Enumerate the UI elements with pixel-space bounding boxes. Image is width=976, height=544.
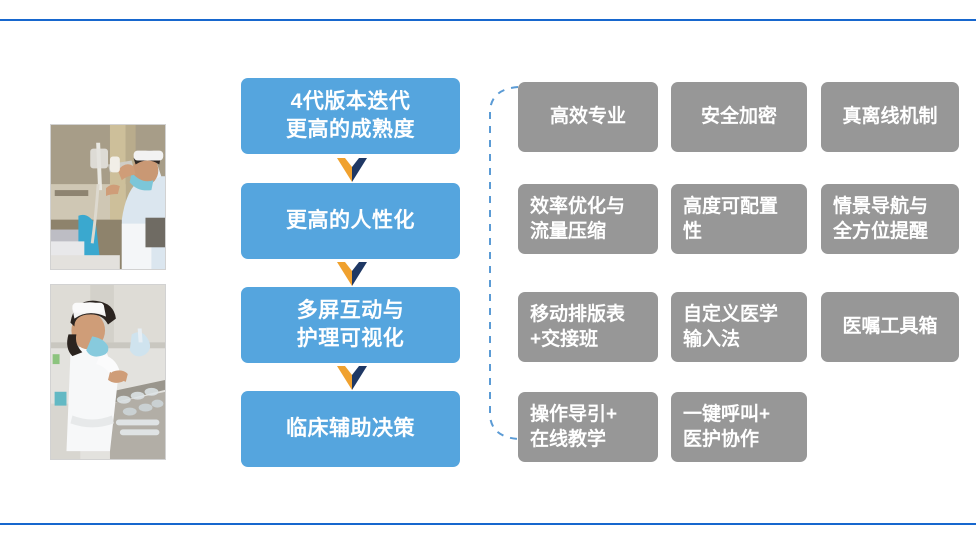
chevron-down-icon-3 bbox=[337, 366, 367, 390]
feature-box-3[interactable]: 真离线机制 bbox=[821, 82, 959, 152]
dashed-bracket-path bbox=[489, 86, 519, 440]
photo-nurse-preparing-medication bbox=[50, 284, 166, 460]
feature-box-2[interactable]: 安全加密 bbox=[671, 82, 807, 152]
photo-nurse-scanning-iv bbox=[50, 124, 166, 270]
feature-box-11[interactable]: 一键呼叫+ 医护协作 bbox=[671, 392, 807, 462]
chevron-down-icon-1 bbox=[337, 158, 367, 182]
feature-box-10[interactable]: 操作导引+ 在线教学 bbox=[518, 392, 658, 462]
top-divider-rule bbox=[0, 19, 976, 21]
feature-box-7[interactable]: 移动排版表 +交接班 bbox=[518, 292, 658, 362]
stage-box-2[interactable]: 更高的人性化 bbox=[241, 183, 460, 259]
chevron-down-icon-glyph bbox=[337, 262, 367, 286]
bottom-divider-rule bbox=[0, 523, 976, 525]
chevron-down-icon-glyph bbox=[337, 158, 367, 182]
chevron-down-icon-glyph bbox=[337, 366, 367, 390]
nurse-scanning-iv-illustration bbox=[51, 125, 165, 269]
stage-box-4[interactable]: 临床辅助决策 bbox=[241, 391, 460, 467]
feature-box-9[interactable]: 医嘱工具箱 bbox=[821, 292, 959, 362]
feature-box-4[interactable]: 效率优化与 流量压缩 bbox=[518, 184, 658, 254]
nurse-preparing-medication-illustration bbox=[51, 285, 165, 459]
stage-box-3[interactable]: 多屏互动与 护理可视化 bbox=[241, 287, 460, 363]
chevron-down-icon-2 bbox=[337, 262, 367, 286]
feature-box-5[interactable]: 高度可配置 性 bbox=[671, 184, 807, 254]
feature-box-6[interactable]: 情景导航与 全方位提醒 bbox=[821, 184, 959, 254]
feature-box-1[interactable]: 高效专业 bbox=[518, 82, 658, 152]
stage-box-1[interactable]: 4代版本迭代 更高的成熟度 bbox=[241, 78, 460, 154]
feature-box-8[interactable]: 自定义医学 输入法 bbox=[671, 292, 807, 362]
dashed-bracket-connector bbox=[478, 84, 522, 442]
